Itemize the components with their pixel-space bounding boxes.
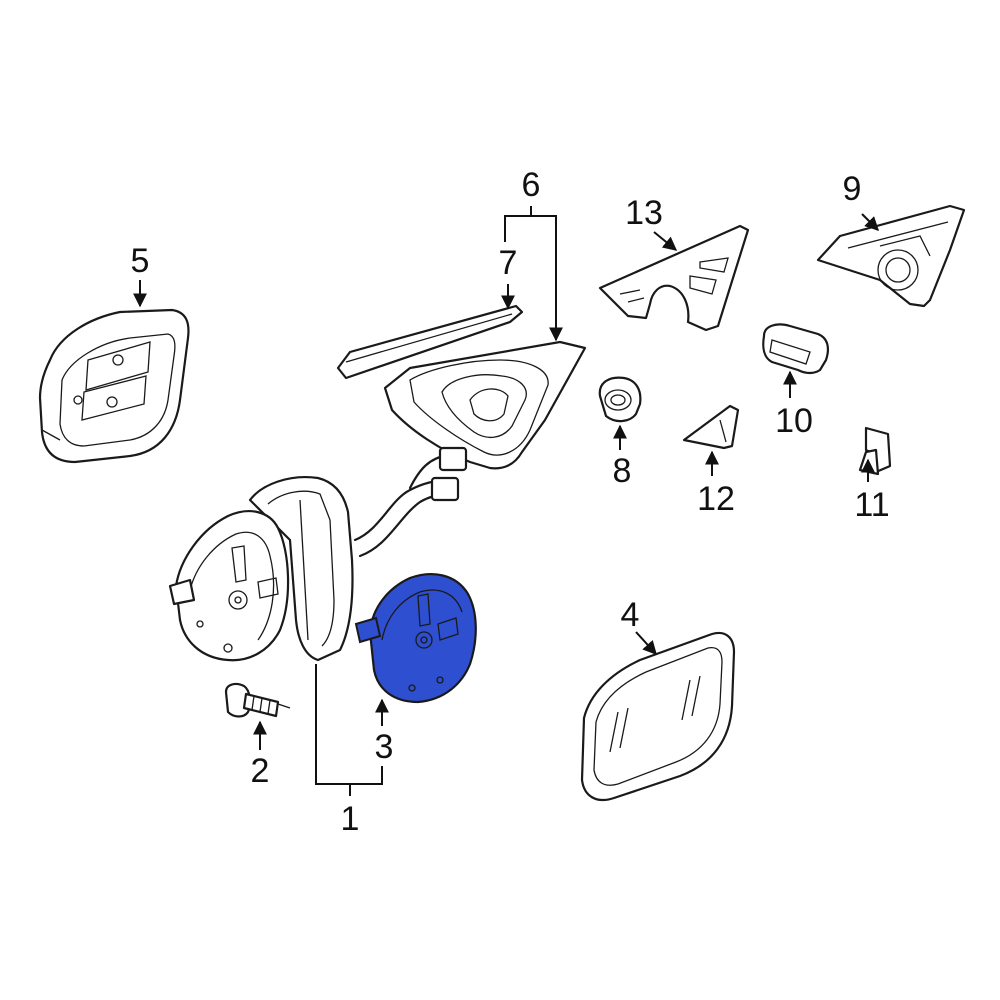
callout-6: 6 [522,166,541,204]
callout-8: 8 [613,452,632,490]
callout-11: 11 [854,486,889,524]
part-6-corner-garnish[interactable] [383,340,587,470]
part-8-grommet[interactable] [598,376,642,423]
callout-13: 13 [625,194,663,232]
callout-4: 4 [621,596,640,634]
part-9-tweeter-garnish[interactable] [816,204,966,308]
part-3-mirror-actuator[interactable] [354,573,477,704]
callout-10: 10 [775,402,813,440]
leader-lines [133,206,879,796]
callout-2: 2 [251,752,270,790]
part-5-mirror-cover[interactable] [38,308,190,464]
callout-5: 5 [131,242,150,280]
callout-3: 3 [375,728,394,766]
part-2-screw[interactable] [224,682,291,718]
callout-labels: 1 2 3 4 5 6 7 8 9 10 11 12 13 [131,166,890,838]
part-13-inner-garnish[interactable] [598,224,750,332]
callout-12: 12 [697,480,735,518]
callout-7: 7 [499,244,518,282]
callout-9: 9 [843,170,862,208]
part-4-mirror-glass[interactable] [580,631,736,802]
callout-1: 1 [341,800,360,838]
part-10-cushion[interactable] [762,323,829,375]
part-12-triangle-cover[interactable] [682,404,740,450]
part-1-mirror-assembly[interactable] [168,446,468,662]
part-11-bracket[interactable] [858,426,892,476]
part-7-seal-strip[interactable] [336,304,524,380]
